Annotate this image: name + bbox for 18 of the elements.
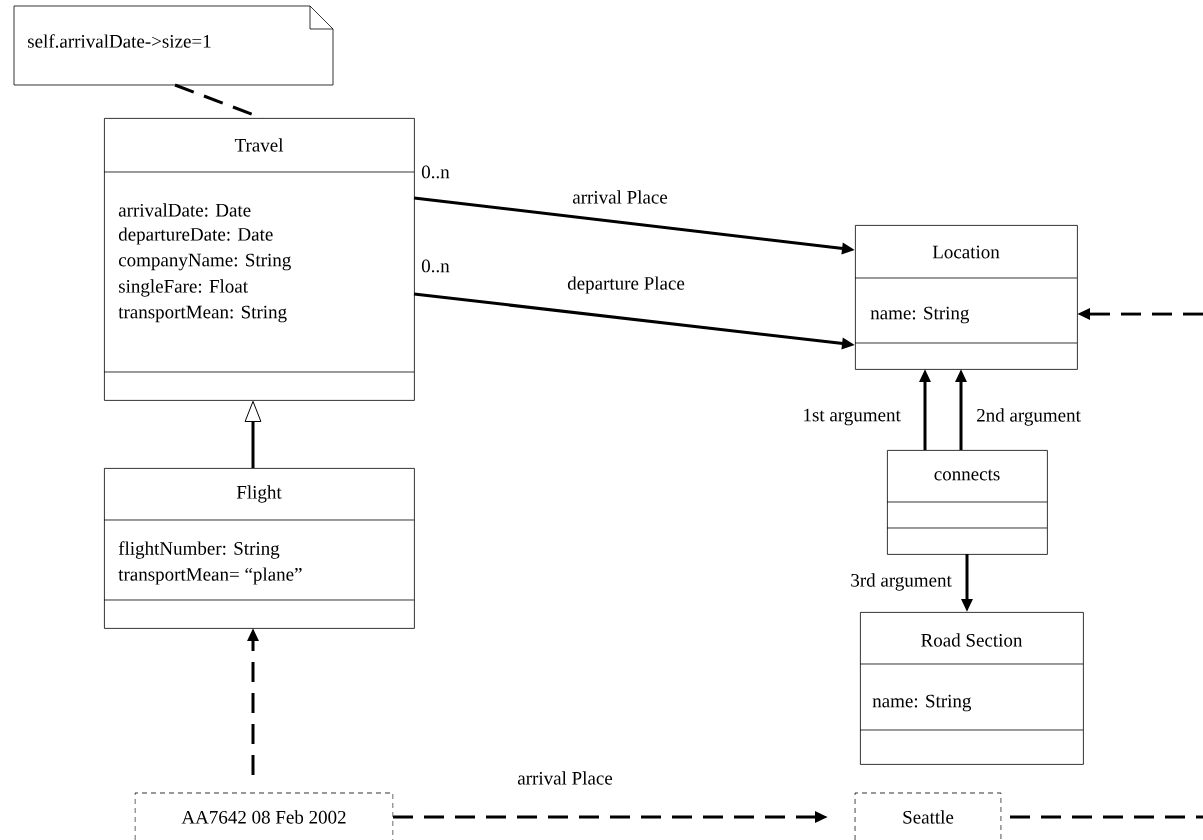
edge-label: departure Place	[566, 275, 686, 295]
edge-label: arrival Place	[571, 189, 669, 205]
edge-label: 1st argument	[801, 407, 902, 427]
edge-label: 2nd argument	[975, 407, 1082, 427]
edge-label: arrival Place	[516, 770, 614, 786]
multiplicity-label: 0..n	[421, 165, 450, 179]
object-box: Seattle	[854, 792, 1002, 840]
class-box: Travel arrivalDate: Date departureDate: Date companyName: String singleFare: Float transportMean: String	[103, 118, 415, 401]
note-box: self.arrivalDate->size=1	[13, 5, 334, 86]
object-box: AA7642 08 Feb 2002	[134, 792, 394, 840]
class-box: Flight flightNumber: String transportMean= “plane”	[103, 468, 415, 629]
multiplicity-label: 0..n	[421, 259, 450, 273]
class-box: Road Section name: String	[859, 612, 1084, 765]
class-box: Location name: String	[854, 225, 1078, 370]
dashed-line	[1010, 815, 1203, 819]
class-box: connects	[886, 450, 1048, 555]
edge-label: 3rd argument	[849, 572, 953, 592]
arrow	[244, 400, 262, 468]
